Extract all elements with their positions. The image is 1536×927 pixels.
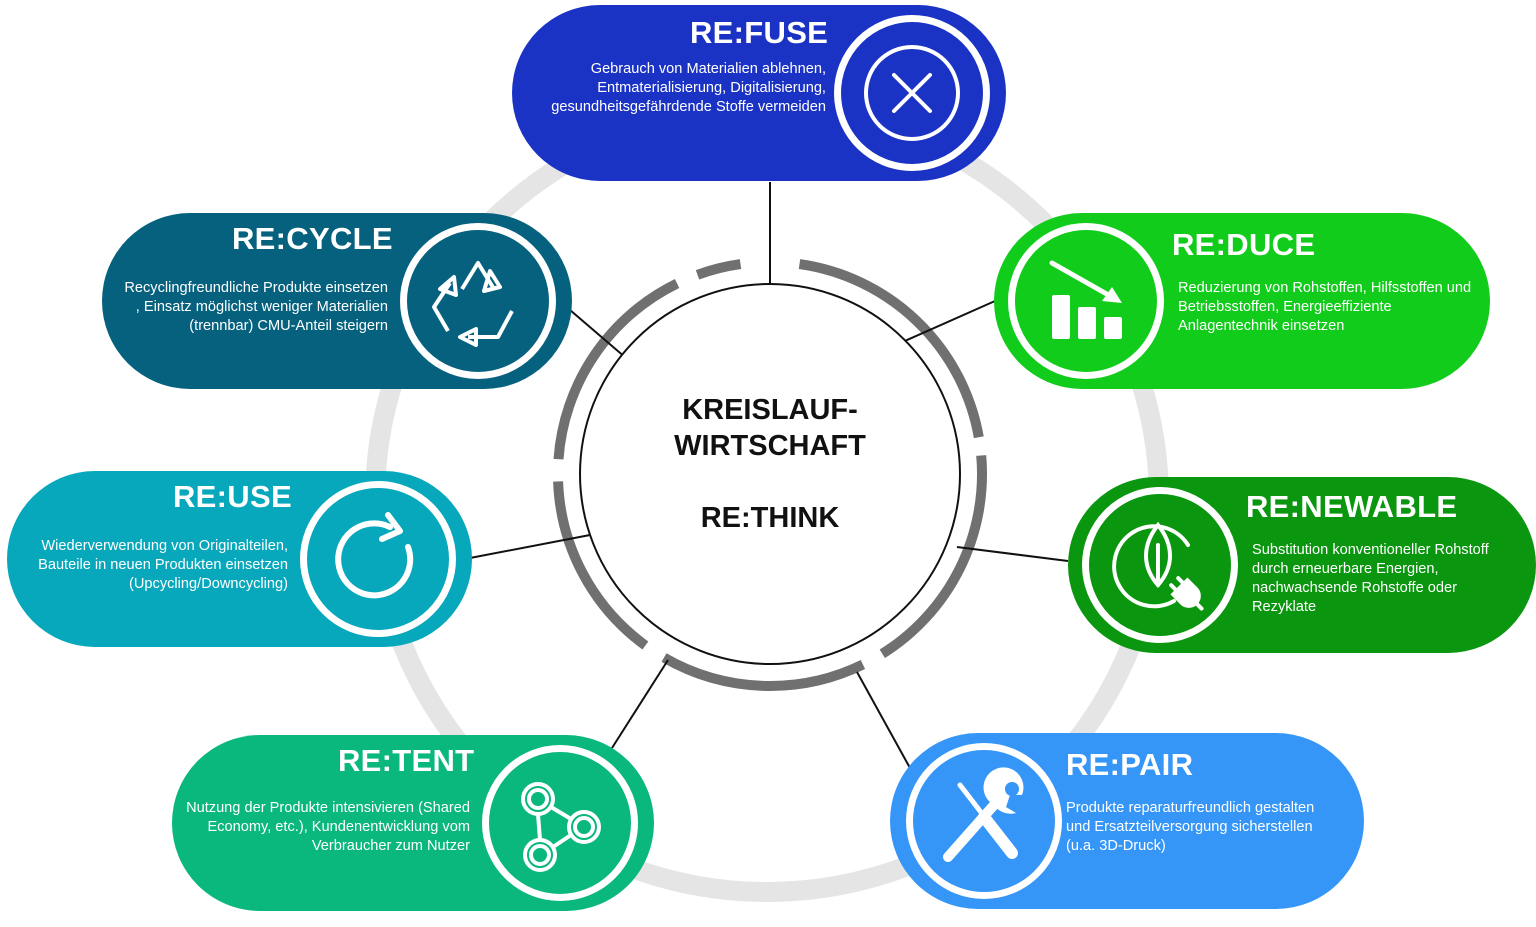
center-circle bbox=[579, 283, 961, 665]
node-reduce-title: RE:DUCE bbox=[1172, 227, 1316, 262]
node-retent-badge bbox=[482, 745, 638, 901]
node-renewable-title: RE:NEWABLE bbox=[1246, 489, 1458, 524]
node-refuse-badge bbox=[834, 15, 990, 171]
center-label: KREISLAUF- WIRTSCHAFT RE:THINK bbox=[600, 392, 940, 536]
center-arc-segment bbox=[879, 455, 987, 659]
recycle-icon bbox=[432, 261, 514, 347]
connector-repair bbox=[856, 671, 911, 769]
center-arc-segment bbox=[798, 259, 984, 439]
node-reduce: RE:DUCE Reduzierung von Rohstoffen, Hilf… bbox=[994, 213, 1490, 389]
center-arcs bbox=[553, 259, 987, 691]
connector-retent bbox=[611, 659, 669, 749]
node-reuse-badge bbox=[300, 481, 456, 637]
node-recycle-badge bbox=[400, 223, 556, 379]
center-subtitle: RE:THINK bbox=[700, 502, 840, 534]
node-renewable: RE:NEWABLE Substitution konventioneller … bbox=[1068, 477, 1536, 653]
center-arc-segment bbox=[695, 259, 742, 280]
node-renewable-desc: Substitution konventioneller Rohstoff du… bbox=[1252, 542, 1489, 615]
center-arc-segment bbox=[661, 653, 866, 691]
node-recycle-title: RE:CYCLE bbox=[232, 221, 393, 256]
refresh-icon bbox=[335, 512, 414, 599]
node-reduce-desc: Reduzierung von Rohstoffen, Hilfsstoffen… bbox=[1178, 280, 1472, 334]
close-x-icon bbox=[864, 45, 960, 141]
node-reuse-title: RE:USE bbox=[173, 479, 292, 514]
leaf-plug-icon bbox=[1112, 521, 1204, 611]
node-refuse-title: RE:FUSE bbox=[690, 15, 829, 50]
node-reduce-badge bbox=[1008, 223, 1164, 379]
center-arc-segment bbox=[553, 279, 680, 460]
node-reuse: RE:USE Wiederverwendung von Originalteil… bbox=[7, 471, 472, 647]
node-repair-title: RE:PAIR bbox=[1066, 747, 1194, 782]
tools-icon bbox=[943, 767, 1024, 862]
node-refuse: RE:FUSE Gebrauch von Materialien ablehne… bbox=[512, 5, 1006, 181]
node-repair: RE:PAIR Produkte reparaturfreundlich ges… bbox=[890, 733, 1364, 909]
node-recycle: RE:CYCLE Recyclingfreundliche Produkte e… bbox=[102, 213, 572, 389]
node-repair-desc: Produkte reparaturfreundlich gestalten u… bbox=[1066, 800, 1315, 854]
center-title-line2: WIRTSCHAFT bbox=[674, 430, 866, 462]
connector-reuse bbox=[469, 534, 591, 559]
connector-renewable bbox=[956, 546, 1069, 562]
connector-lines bbox=[469, 182, 1069, 769]
network-icon bbox=[521, 782, 601, 872]
node-recycle-desc: Recyclingfreundliche Produkte einsetzen … bbox=[124, 280, 388, 334]
center-title-line1: KREISLAUF- bbox=[682, 394, 858, 426]
node-renewable-badge bbox=[1082, 487, 1238, 643]
node-refuse-desc: Gebrauch von Materialien ablehnen, Entma… bbox=[551, 61, 826, 115]
node-retent: RE:TENT Nutzung der Produkte intensivier… bbox=[172, 735, 654, 911]
center-arc-segment bbox=[553, 481, 649, 650]
decreasing-bars-icon bbox=[1049, 260, 1122, 339]
node-retent-title: RE:TENT bbox=[338, 743, 475, 778]
node-repair-badge bbox=[906, 743, 1062, 899]
node-reuse-desc: Wiederverwendung von Originalteilen, Bau… bbox=[38, 538, 288, 592]
node-retent-desc: Nutzung der Produkte intensivieren (Shar… bbox=[186, 800, 470, 854]
